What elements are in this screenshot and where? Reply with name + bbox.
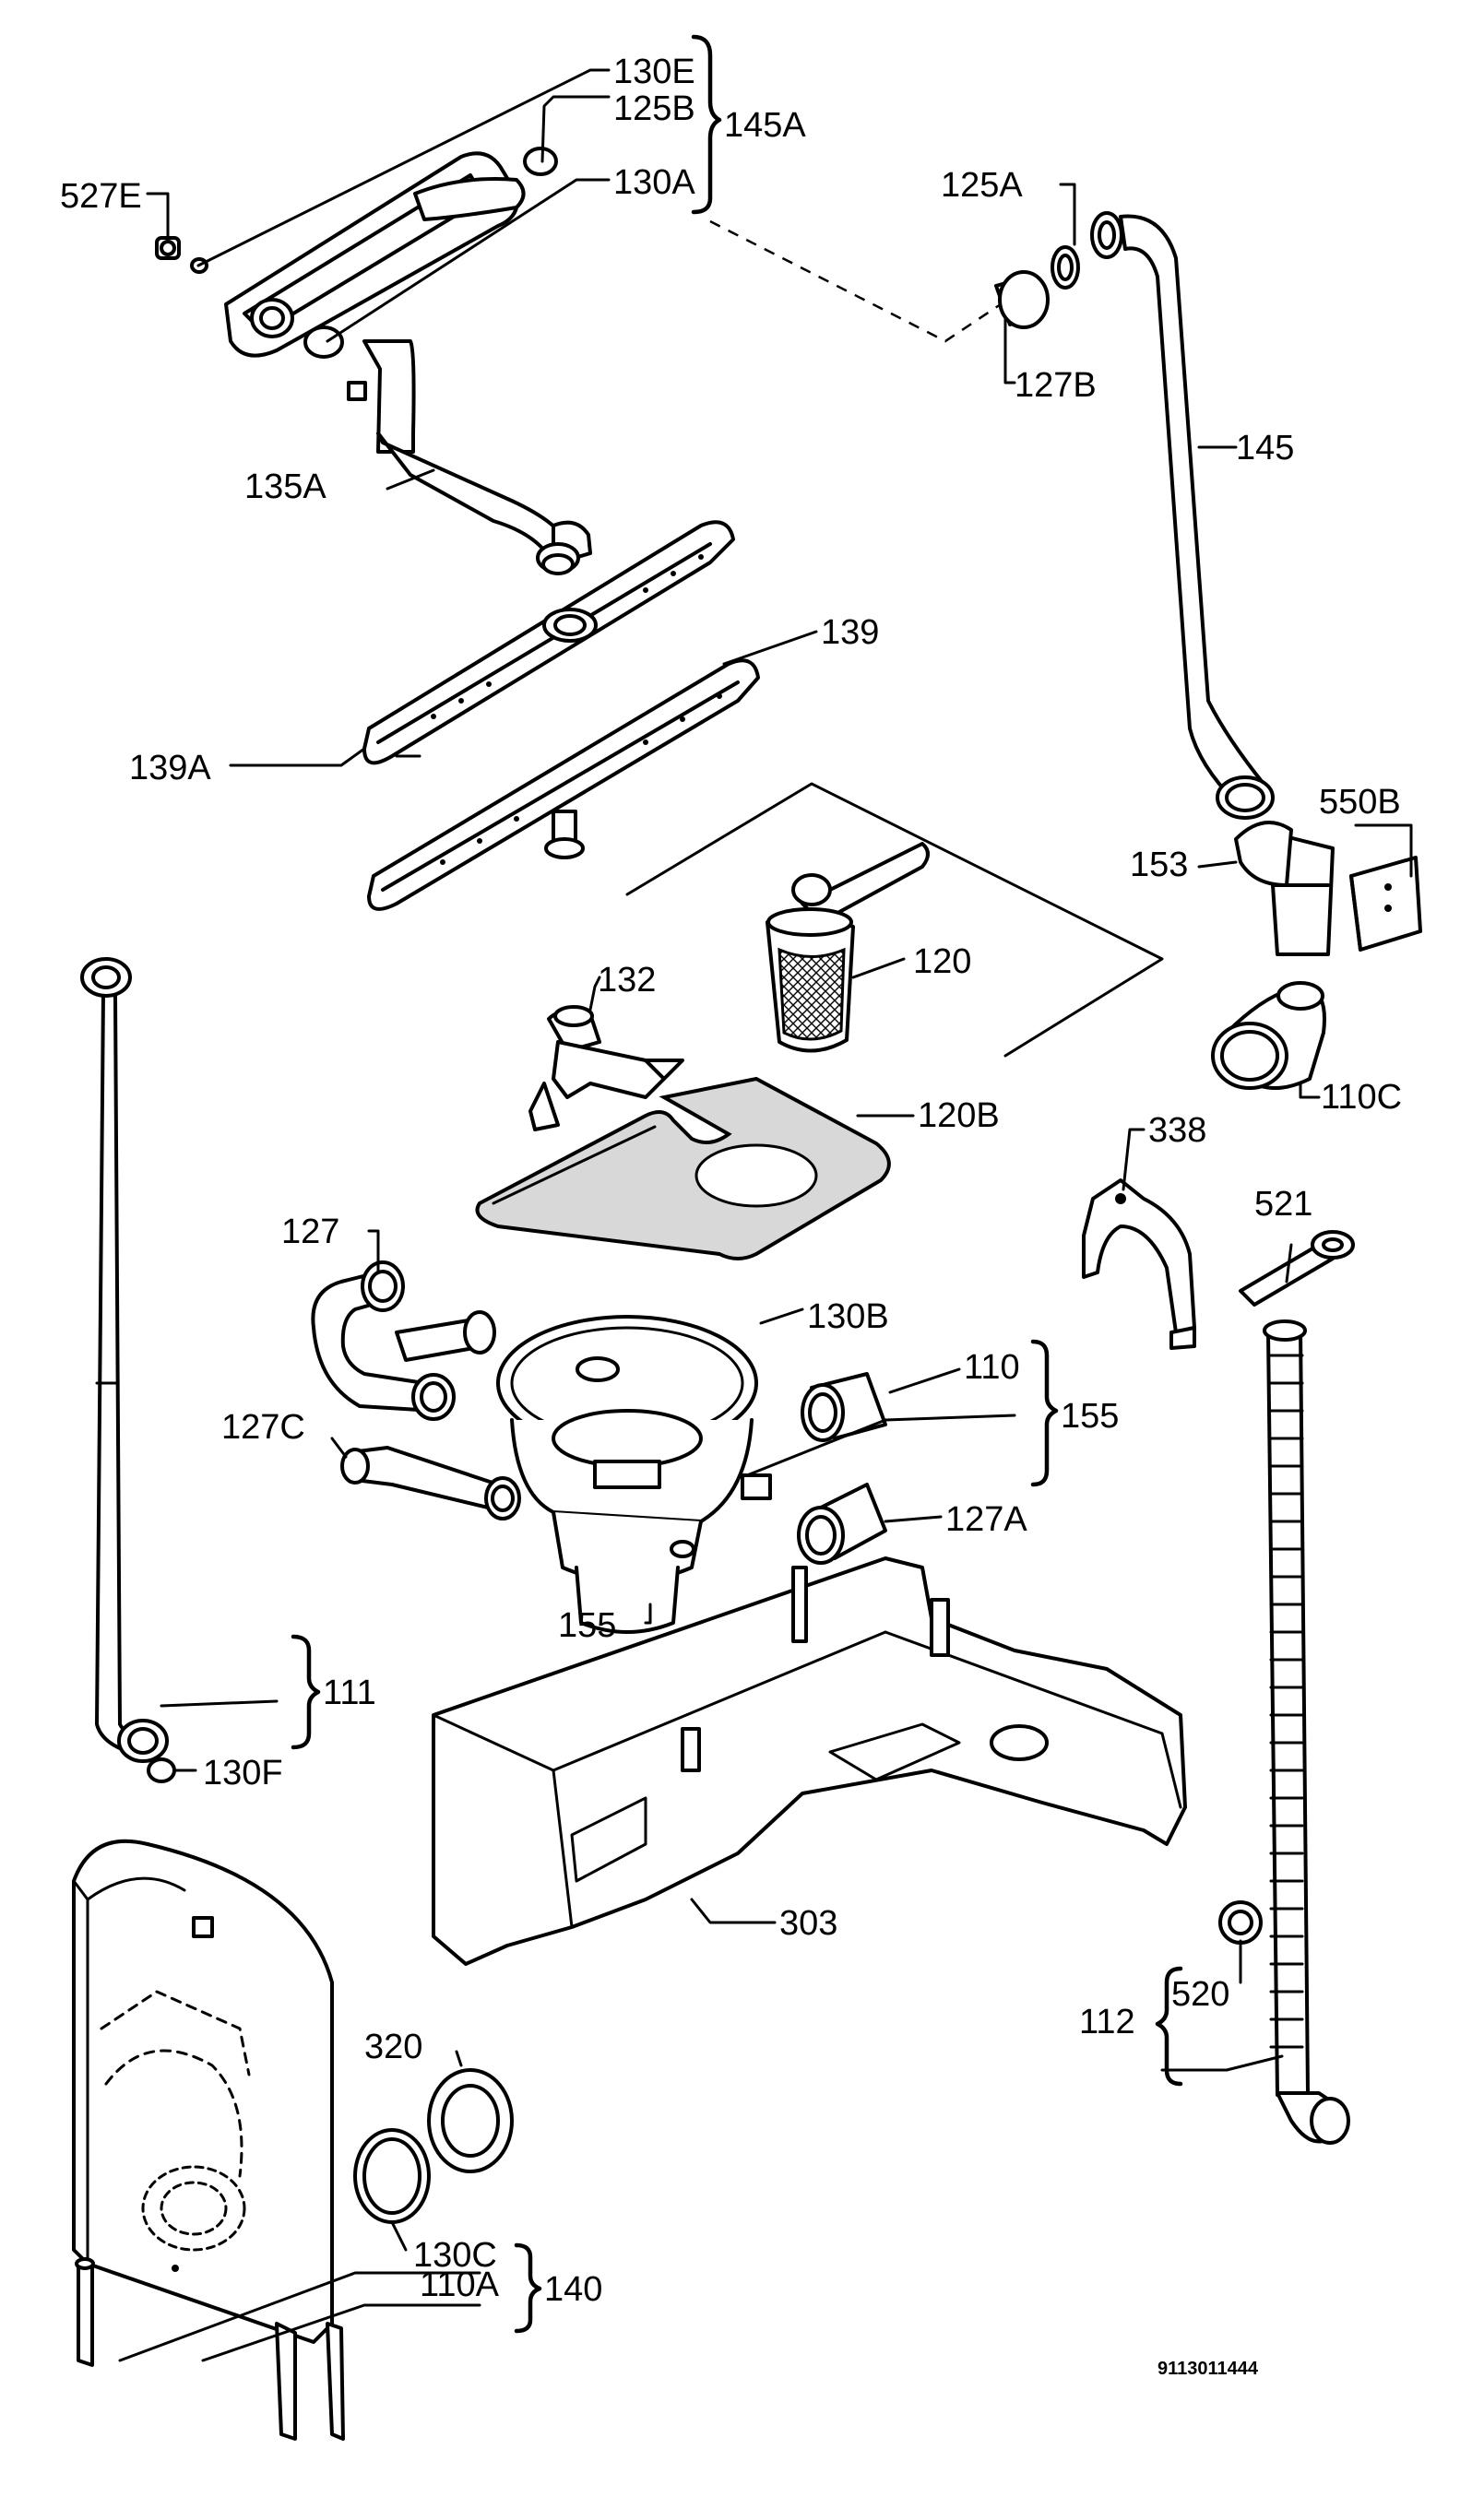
sump-assembly [496,1315,772,1634]
label-521: 521 [1254,1185,1312,1224]
drain-hose [1218,1319,1350,2145]
label-527E: 527E [60,177,142,216]
label-130B: 130B [807,1297,889,1336]
group-braces [291,34,1183,2334]
flat-filter [475,1076,891,1260]
filter-housing-outline [625,782,1164,1058]
label-153: 153 [1130,846,1188,884]
label-110: 110 [964,1348,1020,1387]
label-125A: 125A [941,166,1023,205]
part-labels: 130E 125B 145A 130A 527E 125A 127B 145 1… [60,53,1402,2379]
label-111: 111 [323,1674,376,1712]
spray-arm-feed-pipe [347,339,592,575]
label-145A: 145A [724,106,806,145]
connector-and-bracket [1234,821,1422,956]
upper-spray-arm-assembly [155,147,558,359]
label-112: 112 [1079,2003,1135,2041]
label-155: 155 [558,1606,616,1645]
label-132: 132 [598,961,656,1000]
clamp-338 [1082,1178,1196,1350]
leader-lines [118,68,1413,2362]
label-127C: 127C [221,1408,305,1447]
sleeves [797,1372,887,1565]
label-130C: 130C [413,2236,497,2275]
hose-127-set [311,1260,496,1421]
label-120B: 120B [918,1096,1000,1135]
water-inlet-hose [80,957,176,1783]
label-145: 145 [1236,429,1294,467]
seals-320-130c [353,2068,514,2224]
side-cover-panel [72,1839,345,2441]
lower-spray-arms [362,520,760,911]
label-520: 520 [1171,1975,1229,2014]
clip-521 [1239,1230,1355,1307]
label-127: 127 [281,1213,339,1251]
label-155-group: 155 [1061,1397,1119,1436]
label-130A: 130A [613,163,695,202]
drain-elbow [1211,981,1326,1090]
hose-127c [340,1446,521,1520]
circulation-hose [994,211,1275,820]
label-120: 120 [913,942,971,981]
label-140: 140 [544,2270,602,2309]
label-130F: 130F [203,1754,283,1792]
base-tray [432,1556,1187,1966]
label-110A: 110A [420,2266,500,2304]
label-550B: 550B [1319,783,1401,822]
label-127B: 127B [1015,366,1097,405]
label-320: 320 [364,2028,422,2066]
label-139: 139 [821,613,879,652]
label-125B: 125B [613,89,695,128]
label-130E: 130E [613,53,695,91]
label-110C: 110C [1321,1078,1402,1117]
label-135A: 135A [244,467,326,506]
label-338: 338 [1148,1111,1206,1150]
label-303: 303 [779,1904,837,1943]
reference-number: 9113011444 [1157,2359,1259,2379]
label-139A: 139A [129,749,211,787]
label-127A: 127A [945,1500,1027,1539]
valve-part [528,1005,684,1131]
